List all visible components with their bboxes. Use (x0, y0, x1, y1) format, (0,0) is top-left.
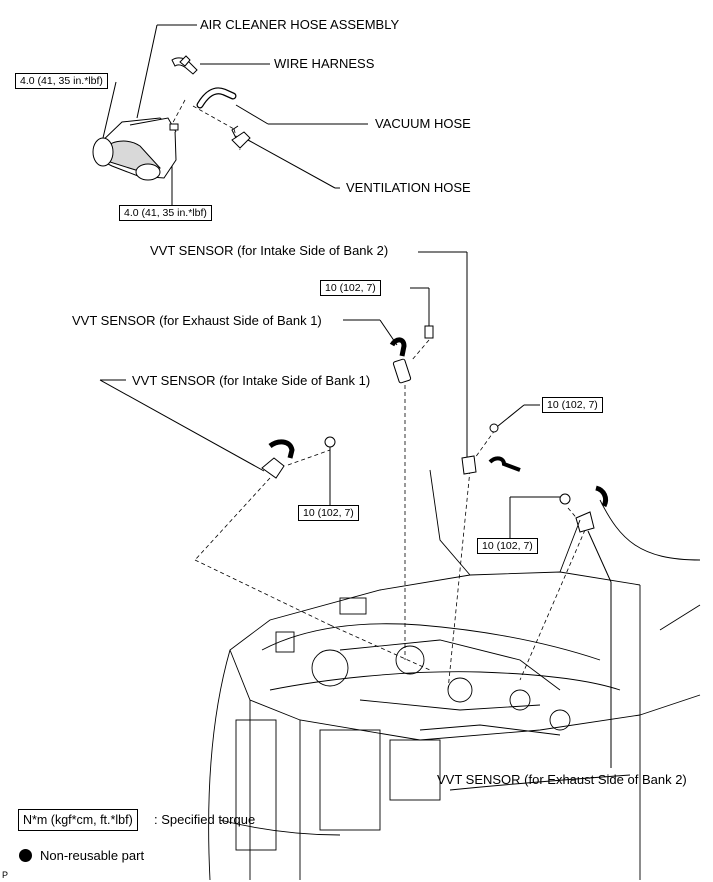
label-vvt-intake-bank1: VVT SENSOR (for Intake Side of Bank 1) (132, 373, 371, 388)
label-vvt-exhaust-bank2: VVT SENSOR (for Exhaust Side of Bank 2) (437, 772, 687, 787)
legend-torque-desc: : Specified torque (154, 812, 256, 827)
legend-torque-unit: N*m (kgf*cm, ft.*lbf) (18, 809, 138, 831)
label-wire-harness: WIRE HARNESS (274, 56, 375, 71)
legend-non-reusable: Non-reusable part (40, 848, 145, 863)
torque-bank2-exhaust: 10 (102, 7) (477, 538, 538, 554)
label-air-cleaner-hose-assembly: AIR CLEANER HOSE ASSEMBLY (200, 17, 400, 32)
torque-air-cleaner-lower: 4.0 (41, 35 in.*lbf) (119, 205, 212, 221)
corner-mark: P (2, 870, 9, 880)
label-vacuum-hose: VACUUM HOSE (375, 116, 471, 131)
torque-bank2-intake: 10 (102, 7) (320, 280, 381, 296)
label-vvt-intake-bank2: VVT SENSOR (for Intake Side of Bank 2) (150, 243, 389, 258)
non-reusable-dot-icon (19, 849, 32, 862)
label-ventilation-hose: VENTILATION HOSE (346, 180, 471, 195)
torque-air-cleaner-upper: 4.0 (41, 35 in.*lbf) (15, 73, 108, 89)
torque-bank2-right: 10 (102, 7) (542, 397, 603, 413)
label-vvt-exhaust-bank1: VVT SENSOR (for Exhaust Side of Bank 1) (72, 313, 322, 328)
torque-bank1-intake: 10 (102, 7) (298, 505, 359, 521)
